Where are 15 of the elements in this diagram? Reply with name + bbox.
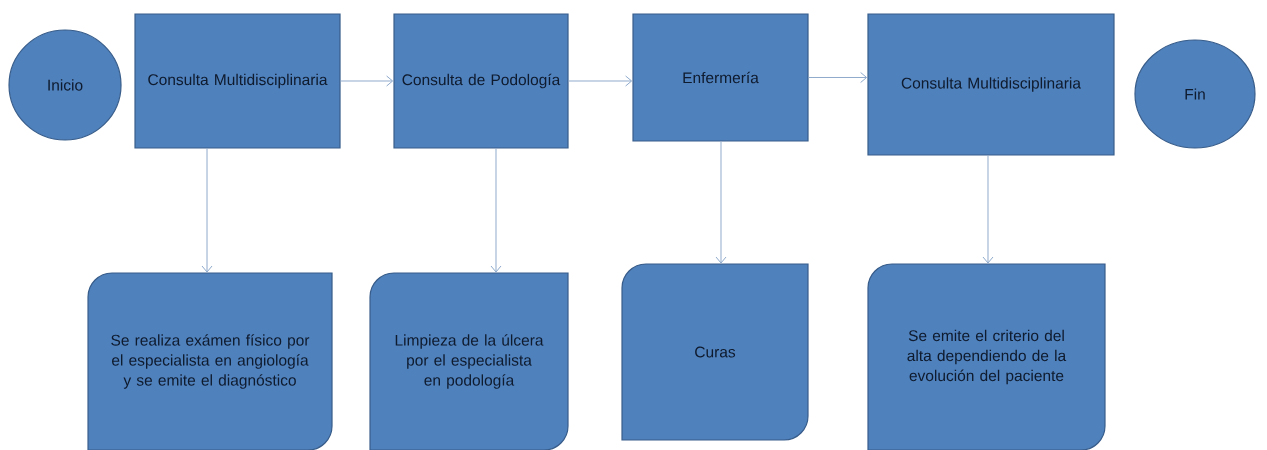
arrow	[982, 155, 994, 264]
arrow	[808, 72, 868, 83]
result-box: Se emite el criterio del alta dependiendo de la evolución del paciente	[867, 263, 1106, 450]
result-box: Limpieza de la úlcera por el especialista en podología	[369, 272, 569, 450]
arrow	[340, 75, 394, 87]
arrow	[568, 75, 633, 87]
process-box: Enfermería	[632, 13, 809, 142]
result-box: Curas	[621, 263, 809, 441]
arrow	[201, 148, 213, 273]
process-box: Consulta Multidisciplinaria	[134, 13, 341, 149]
process-box: Consulta Multidisciplinaria	[867, 13, 1115, 156]
process-box: Consulta de Podología	[393, 13, 569, 149]
result-box: Se realiza exámen físico por el especialista en angiología y se emite el diagnóstico	[87, 272, 333, 450]
arrow	[715, 141, 727, 264]
arrow	[490, 148, 502, 273]
